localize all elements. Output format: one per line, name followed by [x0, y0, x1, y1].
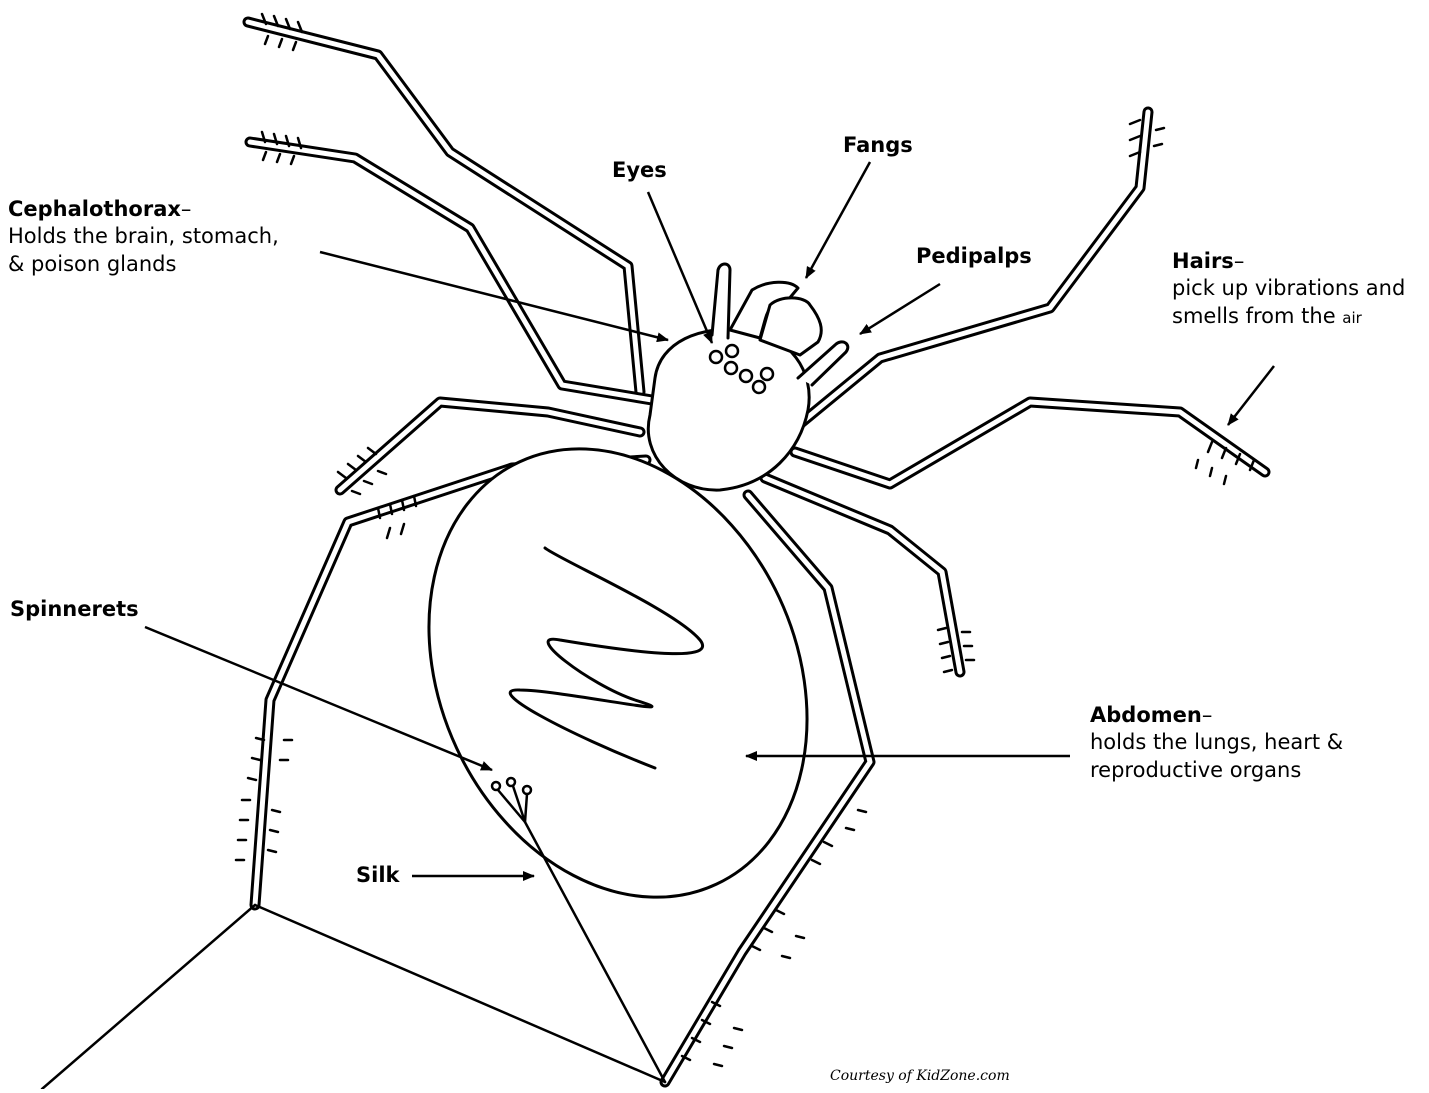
arrow-hairs	[1228, 366, 1274, 425]
leg-right-1	[790, 112, 1148, 432]
abdomen-title: Abdomen	[1090, 703, 1202, 727]
label-spinnerets: Spinnerets	[10, 596, 139, 623]
hairs-line1: pick up vibrations and	[1172, 275, 1405, 302]
hairs-title: Hairs	[1172, 249, 1234, 273]
abdomen-line1: holds the lungs, heart &	[1090, 729, 1343, 756]
arrow-fangs	[806, 162, 870, 278]
spider-legs	[248, 22, 1265, 1082]
label-eyes: Eyes	[612, 157, 667, 184]
cephalothorax-line1: Holds the brain, stomach,	[8, 223, 279, 250]
arrow-pedipalps	[860, 284, 940, 334]
label-cephalothorax: Cephalothorax– Holds the brain, stomach,…	[8, 196, 279, 278]
label-pedipalps: Pedipalps	[916, 243, 1032, 270]
cephalothorax-line2: & poison glands	[8, 251, 279, 278]
abdomen-line2: reproductive organs	[1090, 757, 1343, 784]
label-hairs: Hairs– pick up vibrations and smells fro…	[1172, 248, 1405, 330]
credit-text: Courtesy of KidZone.com	[830, 1068, 1010, 1084]
leg-right-2	[795, 402, 1265, 484]
arrow-eyes	[648, 192, 712, 343]
label-fangs: Fangs	[843, 132, 913, 159]
label-abdomen: Abdomen– holds the lungs, heart & reprod…	[1090, 702, 1343, 784]
label-silk: Silk	[356, 862, 400, 889]
leg-left-2	[250, 142, 652, 400]
cephalothorax-title: Cephalothorax	[8, 197, 181, 221]
hairs-line2: smells from the air	[1172, 303, 1405, 330]
